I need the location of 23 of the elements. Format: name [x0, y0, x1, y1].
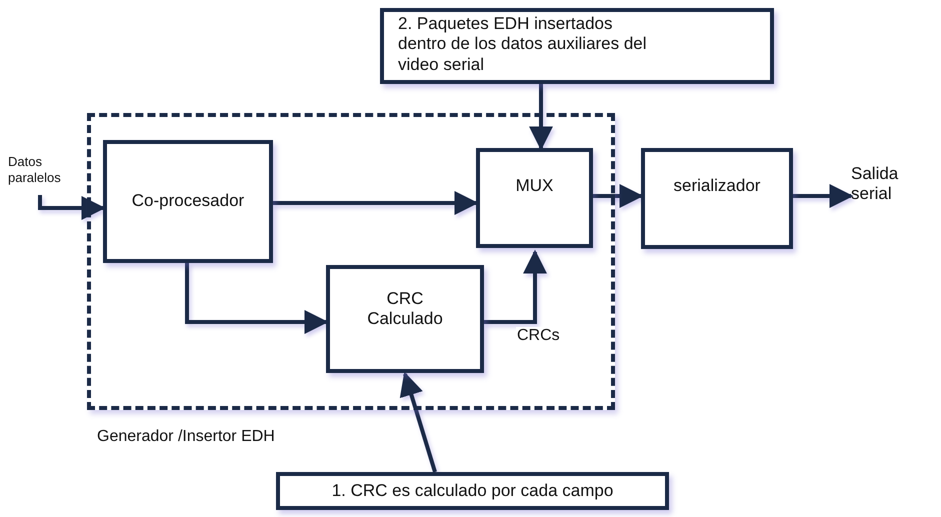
box-label: serializador [674, 176, 760, 196]
process-box [641, 148, 793, 249]
process-box [380, 8, 774, 84]
note-text: 2. Paquetes EDH insertados dentro de los datos auxiliares del video serial [398, 14, 648, 76]
note-text: 1. CRC es calculado por cada campo [332, 480, 614, 502]
box-label: Co-procesador [132, 191, 244, 212]
process-box [476, 148, 593, 248]
arrow [793, 184, 854, 208]
arrow [185, 263, 328, 334]
output-label: Salida serial [851, 164, 900, 205]
arrow [529, 84, 553, 150]
group-title: Generador /Insertor EDH [97, 428, 275, 446]
arrow [484, 250, 547, 324]
arrow [593, 184, 644, 208]
box-label: MUX [516, 176, 554, 196]
input-label: Datos paralelos [8, 154, 62, 186]
box-label: CRC Calculado [366, 289, 444, 330]
arrow [273, 191, 478, 215]
process-box [103, 140, 273, 263]
process-box [326, 265, 484, 373]
arrow [38, 195, 106, 220]
process-box [276, 472, 669, 510]
arrow [400, 372, 437, 473]
